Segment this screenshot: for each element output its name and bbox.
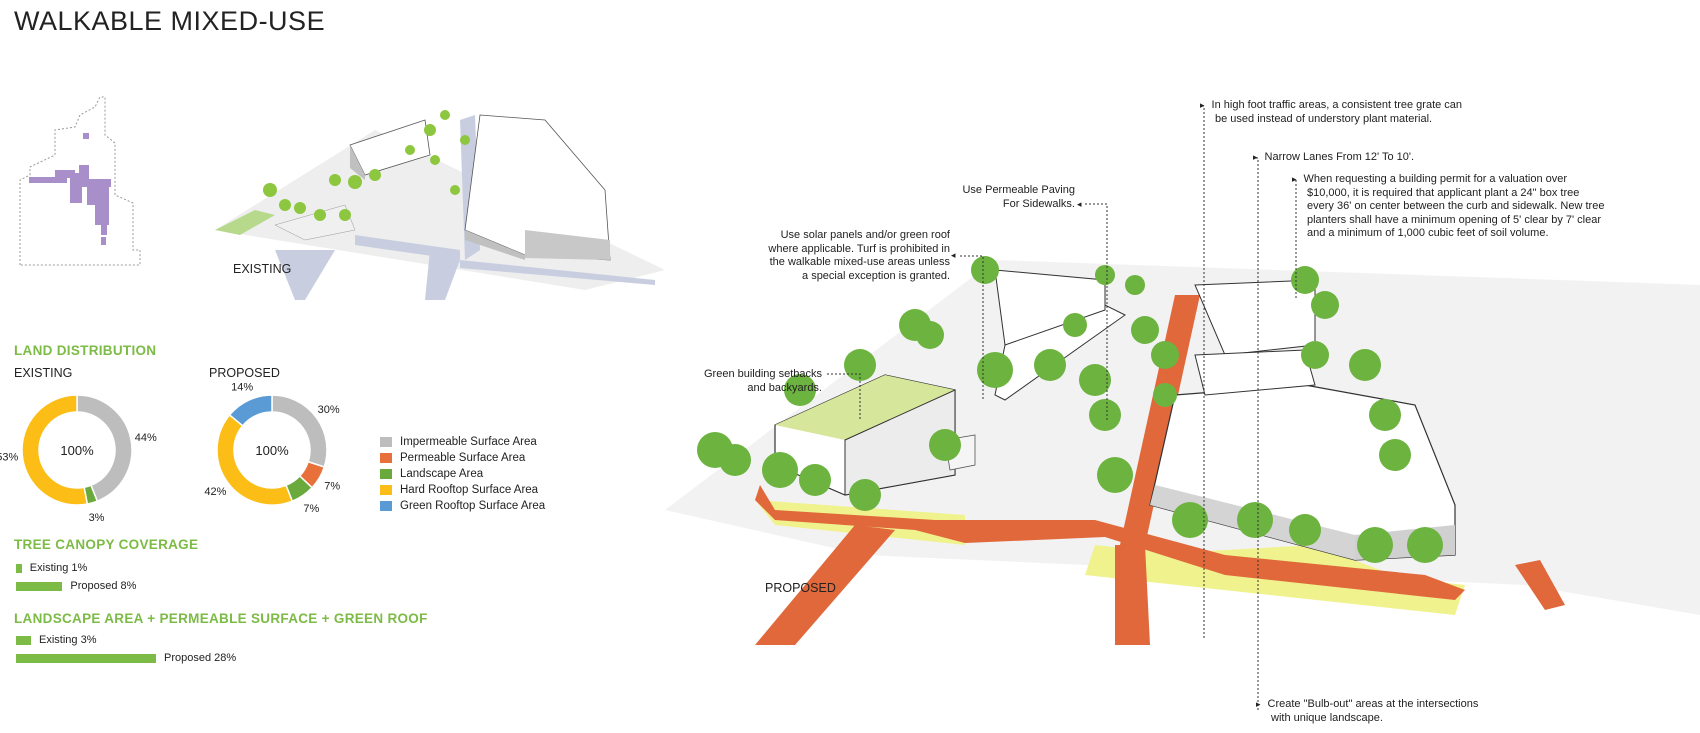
combo-proposed-bar [16,653,156,663]
land-distribution-heading: LAND DISTRIBUTION [14,343,157,358]
proposed-view-illustration [665,256,1700,645]
donut-center-label: 100% [60,443,94,458]
legend-label: Landscape Area [400,468,484,480]
existing-donut-chart: 44% 3% 53% 100% [0,394,157,524]
donut-center-label: 100% [255,443,289,458]
canopy-proposed-bar [16,581,63,591]
canopy-existing-bar [16,563,22,573]
legend-item: Impermeable Surface Area [380,434,545,450]
existing-view-label: EXISTING [233,262,292,276]
legend-swatch [380,501,392,511]
annotation-bulb-out: ▸Create "Bulb-out" areas at the intersec… [1256,698,1479,724]
annotation-narrow-lanes: ▸Narrow Lanes From 12' To 10'. [1253,151,1415,163]
arrow-icon: ▸ [1292,174,1297,184]
arrow-icon: ▸ [1253,152,1258,162]
proposed-view-label: PROPOSED [765,581,836,595]
arrow-icon: ▸ [1256,699,1261,709]
tree-canopy-heading: TREE CANOPY COVERAGE [14,537,199,552]
donut-slice-label: 3% [89,512,105,524]
canopy-proposed-label: Proposed 8% [70,580,137,592]
legend-label: Impermeable Surface Area [400,436,537,448]
canopy-proposed-row: Proposed 8% [16,580,136,592]
donut-slice-label: 44% [135,432,157,444]
donut-slice-label: 30% [318,404,340,416]
landscape-combo-heading: LANDSCAPE AREA + PERMEABLE SURFACE + GRE… [14,611,428,626]
donut-slice-label: 7% [324,481,340,493]
combo-existing-bar [16,635,31,645]
annotation-setbacks: Green building setbacks and backyards. [703,368,822,394]
legend-item: Landscape Area [380,466,545,482]
proposed-donut-title: PROPOSED [209,366,280,380]
legend-item: Hard Rooftop Surface Area [380,482,545,498]
page-title: WALKABLE MIXED-USE [14,6,326,36]
donut-slice-label: 7% [303,503,319,515]
arrow-icon: ▸ [1077,199,1082,209]
donut-slice-label: 14% [231,382,253,394]
legend-swatch [380,453,392,463]
legend-item: Green Rooftop Surface Area [380,498,545,514]
legend-label: Permeable Surface Area [400,452,526,464]
arrow-icon: ▸ [951,250,956,260]
donut-slice-label: 53% [0,452,19,464]
donut-slice [228,394,273,427]
annotation-solar: Use solar panels and/or green roof where… [768,229,950,282]
proposed-donut-chart: 30% 7% 7% 42% 14% 100% [204,382,340,515]
location-map [19,96,141,266]
legend-swatch [380,485,392,495]
legend-label: Green Rooftop Surface Area [400,500,546,512]
legend-label: Hard Rooftop Surface Area [400,484,539,496]
canopy-existing-label: Existing 1% [29,562,88,574]
annotation-permit: ▸When requesting a building permit for a… [1292,173,1605,239]
donut-slice-label: 42% [204,486,226,498]
combo-existing-row: Existing 3% [16,634,96,646]
legend-swatch [380,469,392,479]
combo-proposed-row: Proposed 28% [16,652,236,664]
combo-existing-label: Existing 3% [39,634,97,646]
annotation-tree-grate: ▸In high foot traffic areas, a consisten… [1200,99,1463,125]
donut-slice [21,394,89,506]
canopy-existing-row: Existing 1% [16,562,87,574]
annotation-permeable-paving: Use Permeable Paving For Sidewalks. [962,184,1075,210]
legend-item: Permeable Surface Area [380,450,545,466]
combo-proposed-label: Proposed 28% [164,652,237,664]
existing-view-illustration [215,110,665,300]
legend-swatch [380,437,392,447]
existing-donut-title: EXISTING [14,366,73,380]
arrow-icon: ▸ [1200,100,1205,110]
